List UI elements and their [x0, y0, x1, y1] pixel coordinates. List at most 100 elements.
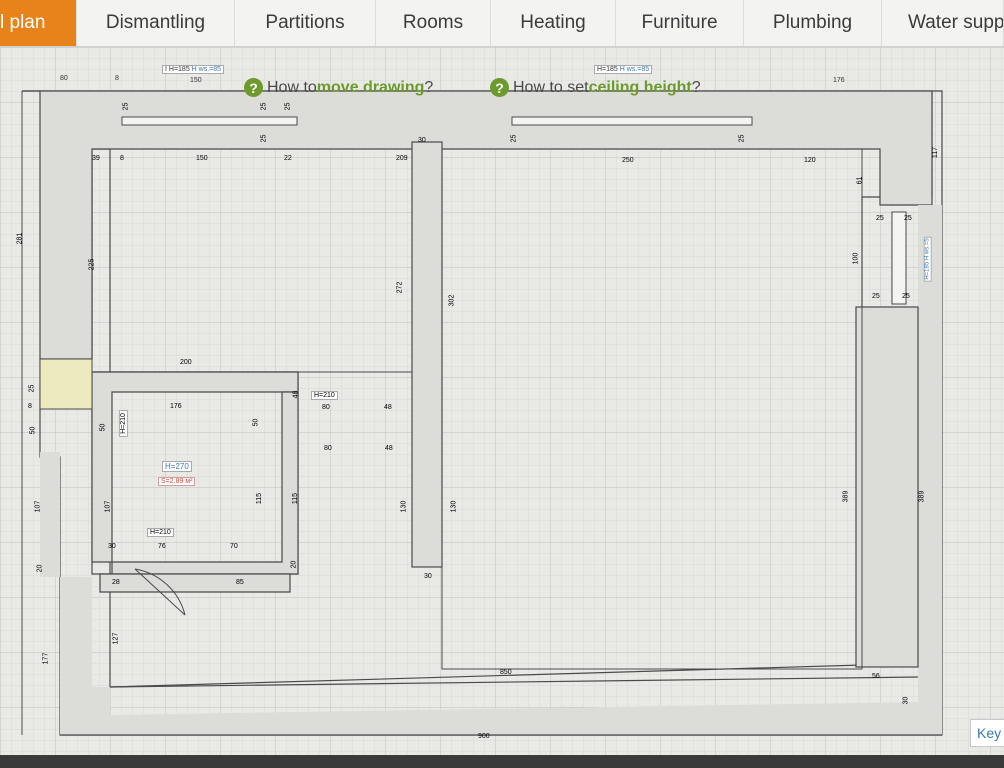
tab-label: Heating [520, 12, 586, 33]
key-button[interactable]: Key [970, 719, 1004, 747]
dim-label: 25 [902, 293, 910, 300]
dim-label: 56 [872, 673, 880, 680]
tab-bar: l plan Dismantling Partitions Rooms Heat… [0, 0, 1004, 47]
windows[interactable] [121, 116, 907, 305]
dim-label: 25 [904, 215, 912, 222]
window-sill: H ws.=85 [191, 66, 222, 73]
exterior-walls [22, 90, 943, 736]
help-text-post: ? [691, 78, 701, 96]
dim-label: 200 [180, 359, 192, 366]
tab-label: Dismantling [105, 12, 206, 33]
door-height-label[interactable]: H=210 [118, 410, 128, 437]
dim-label: 61 [856, 176, 864, 185]
help-question-icon: ? [244, 78, 263, 97]
dim-label: 176 [833, 77, 845, 84]
dim-label: 48 [385, 445, 393, 452]
screen-bezel [0, 755, 1004, 768]
dim-label: 115 [292, 492, 300, 505]
dim-label: 25 [122, 102, 130, 111]
dim-label: 20 [290, 560, 298, 569]
dim-label: 389 [918, 490, 926, 503]
help-text-emphasis: move drawing [316, 78, 425, 96]
dim-label: 25 [872, 293, 880, 300]
dim-label: 250 [622, 157, 634, 164]
tab-furniture[interactable]: Furniture [616, 0, 744, 46]
dim-label: 107 [34, 500, 42, 513]
dim-label: 127 [112, 632, 120, 645]
help-ceiling-height-link[interactable]: ? How to set ceiling height? [490, 78, 701, 97]
door-height-label[interactable]: H=210 [311, 391, 338, 400]
dim-label: 225 [88, 258, 96, 271]
dim-label: 30 [424, 573, 432, 580]
window-label[interactable]: H=185 H ws.=5 [923, 236, 932, 282]
tab-dismantling[interactable]: Dismantling [77, 0, 235, 46]
tab-partitions[interactable]: Partitions [235, 0, 376, 46]
tab-label: Partitions [265, 12, 345, 33]
dim-label: 100 [852, 252, 860, 265]
key-label: Key [977, 725, 1002, 741]
floor-plan-canvas[interactable]: 80 8 150 176 I H=185 H ws.=85 H=185 H ws… [0, 47, 1004, 768]
window-label[interactable]: H=185 H ws.=85 [594, 65, 653, 74]
dim-label: 80 [60, 75, 68, 82]
help-text-pre: How to set [513, 78, 589, 96]
tab-label: Water supp [908, 12, 1004, 33]
window-height: I H=185 [165, 66, 190, 73]
help-text-emphasis: ceiling height [588, 78, 692, 96]
tab-label: Rooms [402, 12, 464, 33]
tab-label: Furniture [641, 12, 718, 33]
door-height-label[interactable]: H=210 [147, 528, 174, 537]
dim-label: 176 [170, 403, 182, 410]
dim-label: 8 [120, 155, 124, 162]
dim-label: 389 [842, 490, 850, 503]
dim-label: 80 [322, 404, 330, 411]
floor-plan-drawing[interactable] [0, 47, 1004, 768]
help-move-drawing-link[interactable]: ? How to move drawing? [244, 78, 433, 97]
tab-plan[interactable]: l plan [0, 0, 77, 46]
dim-label: 30 [108, 543, 116, 550]
dim-label: 281 [16, 232, 24, 245]
dim-label: 30 [418, 137, 426, 144]
dim-label: 8 [115, 75, 119, 82]
dim-label: 80 [324, 445, 332, 452]
dim-label: 25 [876, 215, 884, 222]
dim-label: 76 [158, 543, 166, 550]
dim-label: 130 [400, 500, 408, 513]
dim-label: 50 [252, 418, 260, 427]
dim-label: 39 [92, 155, 100, 162]
dim-label: 85 [236, 579, 244, 586]
dim-label: 25 [260, 134, 268, 143]
dim-label: 150 [190, 77, 202, 84]
dim-label: 22 [284, 155, 292, 162]
help-text-post: ? [424, 78, 434, 96]
dim-label: 302 [448, 294, 456, 307]
dim-label: 117 [932, 146, 940, 159]
dim-label: 48 [292, 390, 300, 399]
dim-label: 850 [500, 669, 512, 676]
room-outlines [21, 91, 863, 735]
tab-plumbing[interactable]: Plumbing [744, 0, 882, 46]
dim-label: 25 [738, 134, 746, 143]
help-question-icon: ? [490, 78, 509, 97]
dim-label: 70 [230, 543, 238, 550]
door-swing [134, 568, 186, 616]
room-height-label[interactable]: H=270 [162, 461, 192, 472]
dim-label: 8 [28, 403, 32, 410]
window-sill: H ws.=85 [619, 66, 650, 73]
room-area-label: S=2.89 м² [158, 477, 196, 486]
dim-label: 48 [384, 404, 392, 411]
window-label[interactable]: I H=185 H ws.=85 [162, 65, 225, 74]
dim-label: 272 [396, 281, 404, 294]
door-opening-left[interactable] [39, 358, 93, 410]
dim-label: 107 [104, 500, 112, 513]
dim-label: 115 [256, 492, 264, 505]
dim-label: 120 [804, 157, 816, 164]
dim-label: 177 [42, 652, 50, 665]
tab-heating[interactable]: Heating [491, 0, 616, 46]
dim-label: 25 [510, 134, 518, 143]
tab-water-supply[interactable]: Water supp [882, 0, 1004, 46]
dim-label: 25 [260, 102, 268, 111]
window-height: H=185 [597, 66, 618, 73]
dim-label: 150 [196, 155, 208, 162]
dim-label: 20 [36, 564, 44, 573]
tab-rooms[interactable]: Rooms [376, 0, 491, 46]
